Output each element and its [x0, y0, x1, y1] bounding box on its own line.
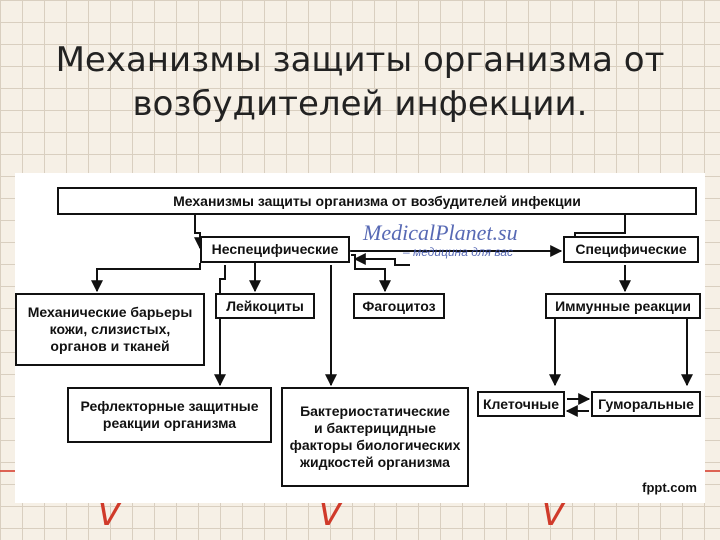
watermark-site: MedicalPlanet.su — [363, 220, 518, 245]
node-cellular: Клеточные — [477, 391, 565, 417]
link-nonspecific-reflex — [214, 265, 226, 387]
node-humoral: Гуморальные — [591, 391, 701, 417]
node-immune-reactions: Иммунные реакции — [545, 293, 701, 319]
node-mechanical-barriers: Механические барьеры кожи, слизистых, ор… — [15, 293, 205, 366]
defense-mechanisms-diagram: MedicalPlanet.su – медицина для вас Меха… — [15, 173, 705, 503]
node-nonspecific: Неспецифические — [200, 236, 350, 263]
node-reflex-reactions: Рефлекторные защитные реакции организма — [67, 387, 272, 443]
node-root: Механизмы защиты организма от возбудител… — [57, 187, 697, 215]
node-bacteriostatic-factors: Бактериостатические и бактерицидные факт… — [281, 387, 469, 487]
slide-title: Механизмы защиты организма от возбудител… — [55, 40, 665, 124]
link-nonspecific-phagocytosis — [351, 254, 391, 293]
link-back-nonspecific — [353, 253, 410, 266]
brand-label: fppt.com — [642, 480, 697, 495]
node-phagocytosis: Фагоцитоз — [353, 293, 445, 319]
watermark-tagline: – медицина для вас — [403, 245, 514, 259]
link-nonspecific-mechanical — [91, 263, 201, 293]
node-specific: Специфические — [563, 236, 699, 263]
node-leukocytes: Лейкоциты — [215, 293, 315, 319]
